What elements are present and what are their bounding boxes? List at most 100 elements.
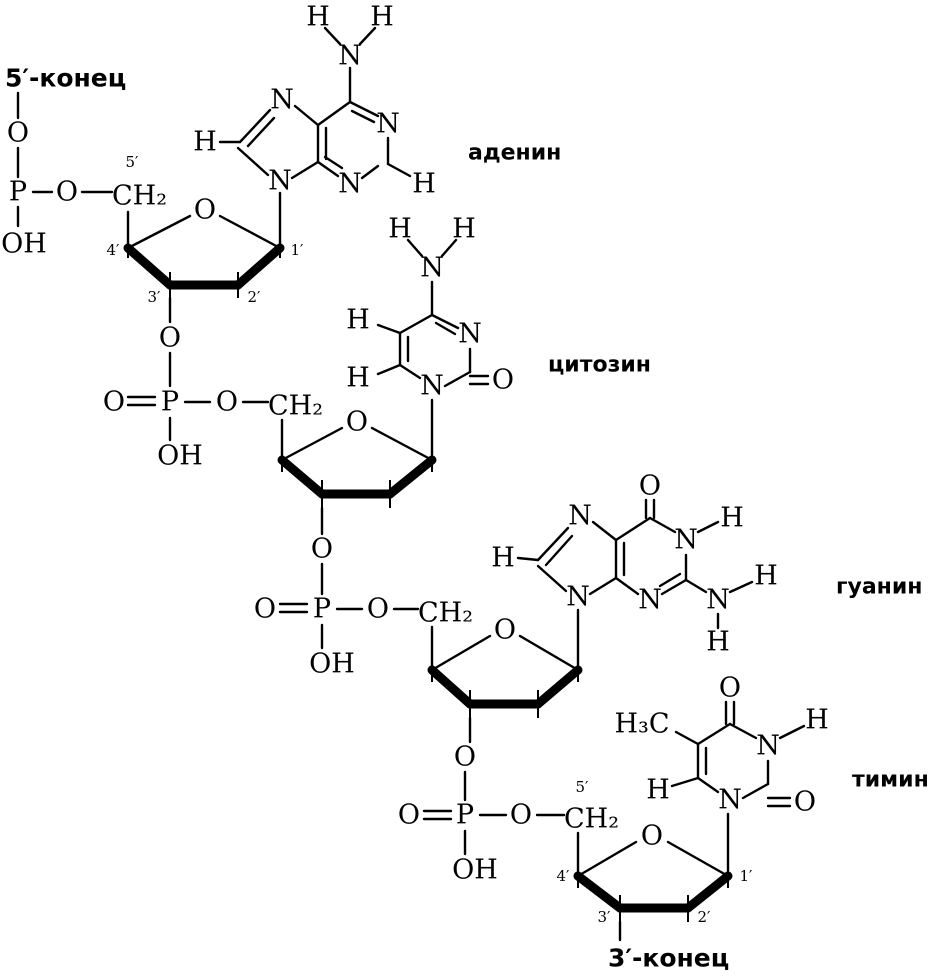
oxygen-atom: O (492, 365, 514, 396)
bond (218, 214, 282, 250)
oxygen-atom: O (719, 673, 741, 704)
bond (430, 634, 492, 672)
bond (398, 363, 422, 380)
guanine-label: гуанин (836, 575, 923, 600)
bond (614, 576, 640, 596)
three-prime-end-label: 3′-конец (608, 944, 729, 973)
phosphorus-atom: P (9, 177, 27, 208)
bond (533, 665, 583, 709)
hydrogen-atom: H (306, 2, 330, 33)
position-label: 3′ (598, 908, 612, 926)
bond (126, 214, 192, 250)
phosphorus-atom: P (313, 594, 331, 625)
bond (516, 556, 540, 562)
position-label: 2′ (248, 288, 262, 306)
oxygen-atom: O (510, 800, 532, 831)
bond (233, 243, 285, 290)
position-label: 2′ (698, 908, 712, 926)
bond (588, 576, 618, 596)
ch2-group: CH₂ (268, 391, 323, 422)
hydrogen-atom: H (412, 169, 436, 200)
position-label: 4′ (107, 241, 121, 259)
hydrogen-atom: H (193, 127, 217, 158)
nitrogen-atom: N (420, 253, 444, 284)
bond (370, 426, 434, 462)
nitrogen-atom: N (420, 371, 444, 402)
bond (683, 871, 733, 913)
hydroxyl-group: OH (1, 229, 47, 260)
bond (648, 516, 677, 534)
position-label: 1′ (291, 241, 305, 259)
oxygen-atom: O (216, 387, 238, 418)
bond (591, 520, 618, 542)
hydrogen-atom: H (805, 705, 829, 736)
hydrogen-atom: H (346, 305, 370, 336)
bond (350, 109, 376, 124)
bond (778, 724, 806, 740)
bond (696, 520, 720, 534)
hydrogen-atom: H (388, 214, 412, 245)
ch2-group: CH₂ (418, 598, 473, 629)
position-label: 3′ (148, 288, 162, 306)
hydrogen-atom: H (491, 543, 515, 574)
oxygen-atom: O (103, 387, 125, 418)
bond (660, 578, 688, 596)
bond (684, 578, 708, 594)
methyl-group: H₃C (614, 709, 669, 740)
hydroxyl-group: OH (157, 441, 203, 472)
bond (406, 238, 424, 258)
bond (323, 26, 342, 46)
nitrogen-atom: N (756, 731, 780, 762)
position-label: 4′ (557, 867, 571, 885)
oxygen-atom: O (454, 742, 476, 773)
bond (385, 455, 437, 499)
ring-oxygen: O (494, 615, 516, 646)
bond (277, 455, 327, 499)
bond (741, 782, 770, 800)
bond (696, 722, 732, 746)
ch2-group: CH₂ (564, 804, 619, 835)
nitrogen-atom: N (270, 85, 294, 116)
bond (440, 238, 458, 258)
bond (728, 722, 758, 740)
position-label: 1′ (740, 867, 754, 885)
bond (123, 243, 175, 290)
nitrogen-atom: N (568, 501, 592, 532)
nitrogen-atom: N (566, 582, 590, 613)
hydroxyl-group: OH (309, 649, 355, 680)
oxygen-atom: O (56, 177, 78, 208)
bond (430, 313, 460, 330)
oxygen-atom: O (398, 800, 420, 831)
ring-oxygen: O (194, 195, 216, 226)
bond (658, 572, 682, 588)
bond (443, 370, 472, 388)
phosphorus-atom: P (161, 387, 179, 418)
bond (398, 313, 434, 335)
bond (376, 323, 402, 335)
nitrogen-atom: N (706, 585, 730, 616)
nitrogen-atom: N (674, 525, 698, 556)
oxygen-atom: O (7, 118, 29, 149)
bond (518, 634, 580, 672)
bond (280, 426, 344, 462)
nitrogen-atom: N (268, 166, 292, 197)
hydrogen-atom: H (452, 214, 476, 245)
nitrogen-atom: N (338, 169, 362, 200)
bond (238, 108, 272, 144)
oxygen-atom: O (254, 594, 276, 625)
hydrogen-atom: H (706, 627, 730, 658)
bond (246, 116, 276, 148)
nitrogen-atom: N (458, 319, 482, 350)
nitrogen-atom: N (338, 41, 362, 72)
bond (728, 580, 754, 594)
bond (576, 840, 638, 878)
bond (376, 363, 402, 376)
bond (316, 160, 340, 178)
ring-oxygen: O (346, 407, 368, 438)
hydrogen-atom: H (346, 363, 370, 394)
hydroxyl-group: OH (452, 855, 498, 886)
ring-oxygen: O (641, 821, 663, 852)
adenine-label: аденин (468, 141, 561, 166)
five-prime-end-label: 5′-конец (5, 64, 126, 93)
bond (536, 564, 568, 593)
